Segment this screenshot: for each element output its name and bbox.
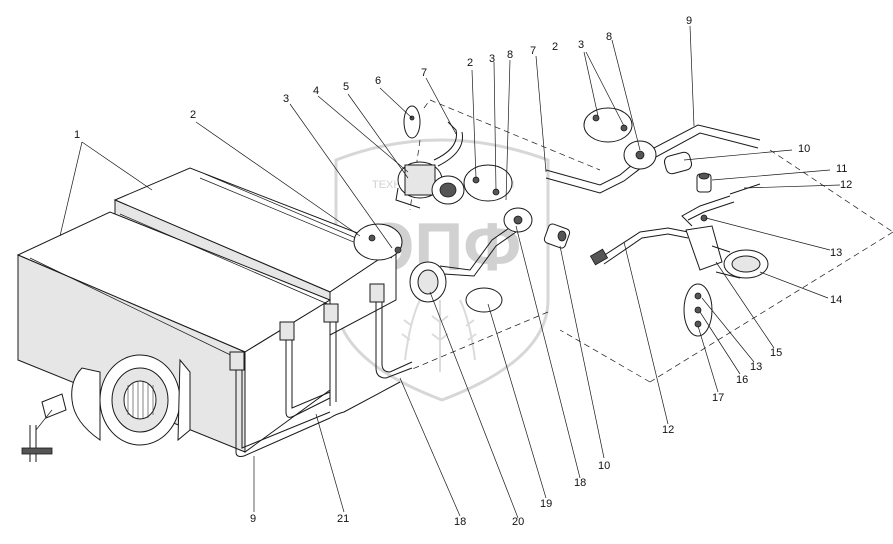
callout-10: 10: [798, 143, 810, 155]
valve-20: [409, 261, 503, 313]
callout-8b: 8: [606, 31, 612, 43]
callout-20: 20: [512, 516, 524, 528]
callout-13: 13: [830, 247, 842, 259]
callout-11: 11: [836, 163, 847, 175]
callout-21: 21: [337, 513, 349, 525]
callout-7: 7: [421, 67, 427, 79]
callout-9: 9: [686, 15, 692, 27]
callout-13b: 13: [750, 361, 762, 373]
housing-pipes: [229, 283, 413, 457]
callout-1: 1: [74, 129, 80, 141]
callout-5: 5: [343, 81, 349, 93]
callout-17: 17: [712, 392, 724, 404]
heater-housing: [16, 167, 398, 462]
center-pipe-assembly: [439, 207, 571, 277]
coolant-valve: [395, 105, 465, 209]
callout-6: 6: [375, 75, 381, 87]
callout-3b: 3: [489, 53, 495, 65]
grommet-group-left: [353, 223, 403, 261]
callout-12b: 12: [662, 424, 674, 436]
callout-19: 19: [540, 498, 552, 510]
callout-18: 18: [574, 477, 586, 489]
callout-8: 8: [507, 49, 513, 61]
callout-2b: 2: [467, 57, 473, 69]
electrical-connector: [21, 393, 67, 462]
callout-12: 12: [840, 179, 852, 191]
callout-2c: 2: [552, 41, 558, 53]
assembly-dashed-lines: [409, 99, 893, 383]
leader-lines: [59, 25, 841, 519]
callout-15: 15: [770, 347, 782, 359]
callout-9b: 9: [250, 513, 256, 525]
callout-labels: 1 2 3 4 5 6 7 2 3 8 7 2 3 8 9 10 11 12 1…: [74, 15, 852, 528]
callout-2: 2: [190, 109, 196, 121]
callout-10b: 10: [598, 460, 610, 472]
callout-14: 14: [830, 294, 842, 306]
grommet-group-center: [463, 164, 513, 202]
callout-4: 4: [313, 85, 319, 97]
callout-3c: 3: [578, 39, 584, 51]
callout-3: 3: [283, 93, 289, 105]
callout-7b: 7: [530, 45, 536, 57]
callout-16: 16: [736, 374, 748, 386]
callout-18b: 18: [454, 516, 466, 528]
upper-right-pipe: [545, 107, 761, 194]
washer-stack: [683, 283, 713, 337]
right-pipe-assembly: [589, 183, 769, 279]
